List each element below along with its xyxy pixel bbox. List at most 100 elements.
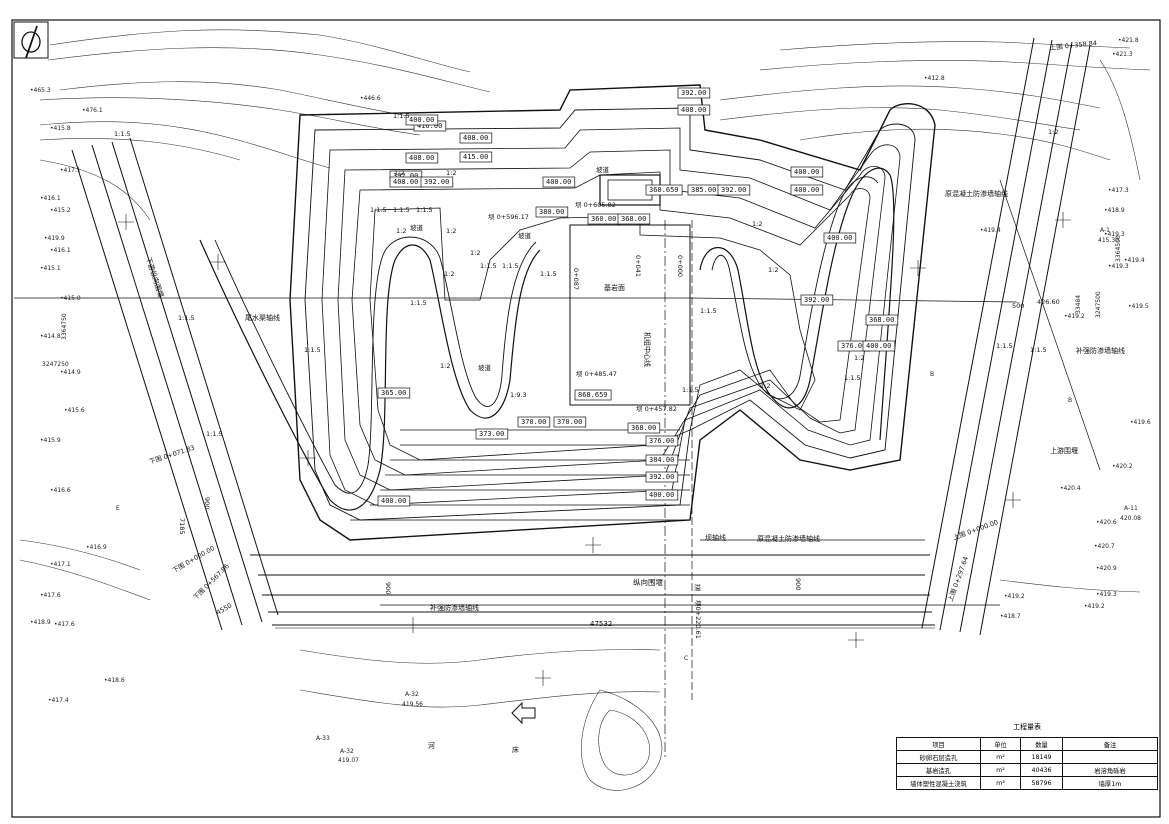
header-item: 项目 xyxy=(896,737,981,751)
svg-text:400.00: 400.00 xyxy=(866,342,891,350)
elevation-box: 400.00 xyxy=(790,184,824,196)
elevation-box: 384.00 xyxy=(645,454,679,466)
ramp-label: 坡道 xyxy=(478,363,492,372)
svg-text:868.659: 868.659 xyxy=(578,391,608,399)
section-value: 419.07 xyxy=(338,757,359,764)
slope-label: 1:1.5 xyxy=(700,307,717,315)
elevation-box: 370.00 xyxy=(517,416,551,428)
axis-lines xyxy=(14,179,1101,760)
section-mark: E xyxy=(116,505,120,512)
overflow-label: 溢 xyxy=(694,583,701,592)
table-row: 基岩造孔 m² 40436 岩溶角砾岩 xyxy=(896,763,1158,777)
coordinate-mark: 3247500 xyxy=(1095,291,1102,318)
elevation-boxes: 416.00408.00392.00400.00408.00415.00408.… xyxy=(377,87,899,507)
spot-elevation: •419.3 xyxy=(1108,263,1129,270)
spot-elevation: •417.6 xyxy=(54,621,75,628)
cell-qty: 40436 xyxy=(1020,763,1063,777)
elevation-box: 368.00 xyxy=(627,422,661,434)
elevation-box: 392.00 xyxy=(420,176,454,188)
spot-elevation: •421.3 xyxy=(1112,51,1133,58)
spot-elevation: •420.2 xyxy=(1112,463,1133,470)
svg-text:408.00: 408.00 xyxy=(393,178,418,186)
section-mark: C xyxy=(684,655,688,662)
elevation-box: 400.00 xyxy=(377,495,411,507)
svg-text:384.00: 384.00 xyxy=(649,456,674,464)
elevation-box: 392.00 xyxy=(645,471,679,483)
spot-elevation: •419.2 xyxy=(1064,313,1085,320)
quantity-table-caption: 工程量表 xyxy=(1013,723,1041,731)
excavation-pit xyxy=(199,84,936,541)
header-qty: 数量 xyxy=(1020,737,1063,751)
elevation-box: 385.00 xyxy=(687,184,721,196)
spot-elevation: •415.2 xyxy=(50,207,71,214)
slope-label: 1:2 xyxy=(470,249,480,257)
svg-text:400.00: 400.00 xyxy=(649,491,674,499)
drawing-frame xyxy=(11,19,1161,818)
slope-label: 1:1.5 xyxy=(304,346,321,354)
dimension-7185: 7185 xyxy=(178,518,186,535)
section-mark: A-33 xyxy=(316,735,330,742)
table-row: 墙体塑性混凝土浇筑 m³ 58796 墙厚1m xyxy=(896,776,1158,790)
grid-crosses xyxy=(118,212,1071,686)
section-mark: B xyxy=(1068,397,1072,404)
spot-elevation: •465.3 xyxy=(30,87,51,94)
svg-text:400.00: 400.00 xyxy=(827,234,852,242)
downstream-cofferdam xyxy=(71,137,279,631)
station-lower-000: 下围 0+000.00 xyxy=(171,544,216,575)
svg-text:392.00: 392.00 xyxy=(649,473,674,481)
slope-label: 1:2 xyxy=(768,266,778,274)
spot-elevation: •415.9 xyxy=(40,437,61,444)
svg-text:400.00: 400.00 xyxy=(409,116,434,124)
station-upper-start: 上围 0+358.84 xyxy=(1049,38,1097,52)
slope-label: 1:2 xyxy=(440,362,450,370)
svg-text:360.00: 360.00 xyxy=(591,215,616,223)
station-vert-087: 0+087 xyxy=(572,268,580,290)
flow-arrow-icon xyxy=(511,701,536,725)
section-mark: B xyxy=(930,371,934,378)
elevation-box: 370.00 xyxy=(553,416,587,428)
coordinate-mark: 33484 xyxy=(1075,295,1082,314)
spot-elevation: •418.9 xyxy=(30,619,51,626)
north-arrow-icon xyxy=(13,21,49,59)
svg-text:376.00: 376.00 xyxy=(841,342,866,350)
svg-text:368.659: 368.659 xyxy=(649,186,679,194)
bed-label: 床 xyxy=(512,745,519,754)
svg-text:400.00: 400.00 xyxy=(794,186,819,194)
section-value: 420.08 xyxy=(1120,515,1141,522)
elevation-box: 408.00 xyxy=(677,104,711,116)
slope-label: 1:1.5 xyxy=(502,262,519,270)
slope-label: 1:1.5 xyxy=(393,206,410,214)
station-dam-220: 坝0+220.61 xyxy=(694,600,703,639)
svg-text:400.00: 400.00 xyxy=(381,497,406,505)
svg-text:370.00: 370.00 xyxy=(557,418,582,426)
station-vert-041: 0+041 xyxy=(634,255,642,277)
svg-text:408.00: 408.00 xyxy=(681,106,706,114)
section-mark: A-32 xyxy=(405,691,419,698)
quantity-table: 工程量表 项目 单位 数量 备注 砂卵石层造孔 m² 18149 基岩造孔 m²… xyxy=(896,722,1158,790)
elevation-box: 368.00 xyxy=(865,314,899,326)
slope-label: 1:1.5 xyxy=(393,112,410,120)
svg-text:368.00: 368.00 xyxy=(631,424,656,432)
spot-elevation: •419.5 xyxy=(1128,303,1149,310)
elevation-box: 408.00 xyxy=(405,152,439,164)
elevation-box: 368.659 xyxy=(645,184,683,196)
slope-label: 1:2 xyxy=(396,227,406,235)
svg-text:408.00: 408.00 xyxy=(409,154,434,162)
elevation-box: 408.00 xyxy=(790,166,824,178)
spot-elevation: •417.1 xyxy=(50,561,71,568)
dimension-426: 426.60 xyxy=(1037,298,1060,306)
spot-elevation: •419.3 xyxy=(1096,591,1117,598)
elevation-box: 360.00 xyxy=(587,213,621,225)
station-vert-000: 0+000 xyxy=(676,255,684,277)
spot-elevation: •418.7 xyxy=(1000,613,1021,620)
cell-qty: 58796 xyxy=(1020,776,1063,790)
elevation-box: 408.00 xyxy=(389,176,423,188)
slope-label: 1:1.5 xyxy=(178,314,195,322)
svg-text:368.00: 368.00 xyxy=(621,215,646,223)
slope-label: 1:1.5 xyxy=(844,374,861,382)
spot-elevation: •415.0 xyxy=(60,295,81,302)
spot-elevation: •419.2 xyxy=(1004,593,1025,600)
spot-elevation: •419.2 xyxy=(1084,603,1105,610)
elevation-box: 408.00 xyxy=(459,132,493,144)
slope-label: 1:1.5 xyxy=(996,342,1013,350)
